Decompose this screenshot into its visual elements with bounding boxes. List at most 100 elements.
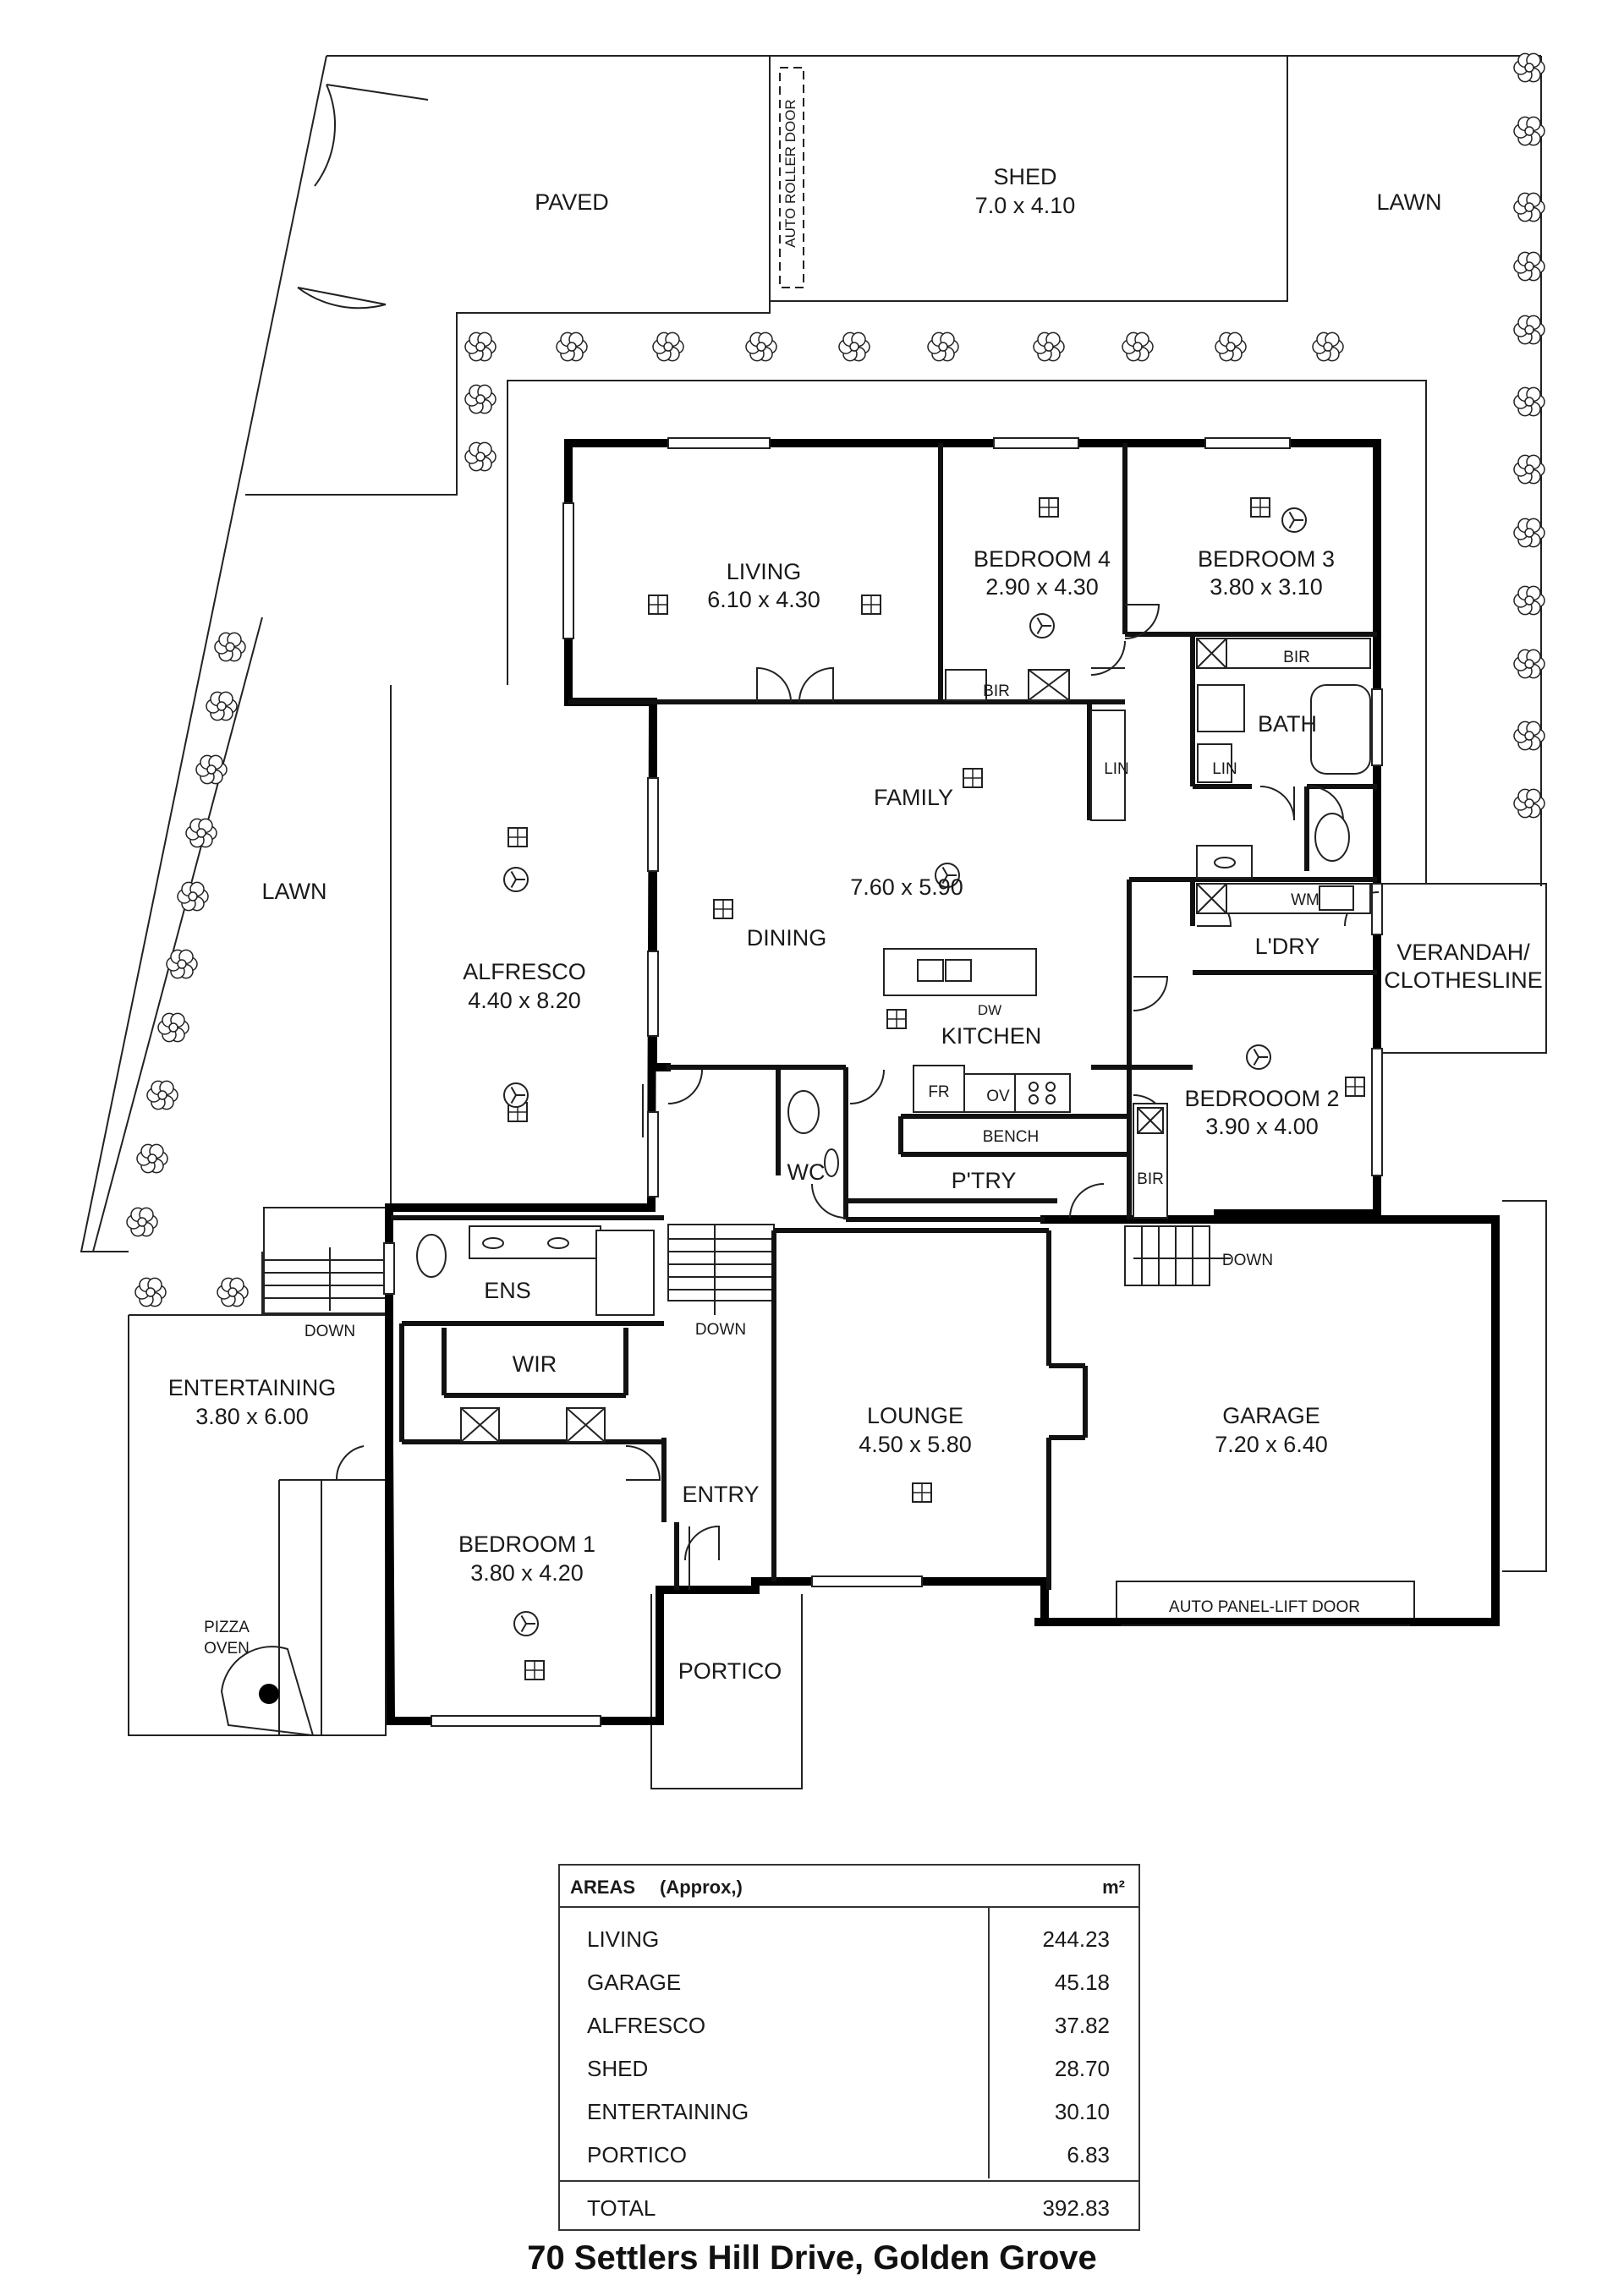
bedroom2-dimensions: 3.90 x 4.00 xyxy=(1205,1114,1319,1139)
portico-label: PORTICO xyxy=(678,1658,782,1684)
steps-garage xyxy=(1124,1225,1231,1286)
areas-row-value: 6.83 xyxy=(1067,2142,1110,2167)
garage-dimensions: 7.20 x 6.40 xyxy=(1215,1432,1328,1457)
fixtures xyxy=(220,638,1371,1737)
areas-row-name: PORTICO xyxy=(587,2142,687,2167)
auto-panel-lift-door-label: AUTO PANEL-LIFT DOOR xyxy=(1169,1598,1360,1616)
light-icon xyxy=(912,1482,932,1503)
shrub-icon xyxy=(464,384,497,414)
shrub-icon xyxy=(126,1207,158,1237)
garage-label: GARAGE xyxy=(1222,1403,1320,1428)
site-boundary xyxy=(80,55,1547,1789)
plan-labels: PAVED LAWN LAWN AUTO ROLLER DOOR SHED 7.… xyxy=(168,99,1543,1684)
areas-row-value: 37.82 xyxy=(1054,2013,1110,2038)
ceiling-fan-icon xyxy=(513,1611,539,1636)
areas-total-row: TOTAL 392.83 xyxy=(560,2180,1138,2231)
ens-label: ENS xyxy=(484,1278,531,1303)
lin-2-label: LIN xyxy=(1212,760,1237,778)
shrub-icon xyxy=(1513,721,1545,751)
ceiling-fan-icon xyxy=(935,863,960,888)
family-dimensions: 7.60 x 5.90 xyxy=(850,874,963,900)
entry-label: ENTRY xyxy=(682,1482,759,1507)
shrub-icon xyxy=(134,1277,167,1307)
dw-label: DW xyxy=(978,1002,1001,1018)
areas-row-value: 45.18 xyxy=(1054,1970,1110,1995)
light-icon xyxy=(963,768,983,788)
living-dimensions: 6.10 x 4.30 xyxy=(707,587,820,612)
areas-row-name: LIVING xyxy=(587,1926,660,1952)
verandah-label-1: VERANDAH/ xyxy=(1396,940,1530,965)
shrub-icon xyxy=(1513,52,1545,83)
shed-label: SHED xyxy=(993,164,1056,189)
shrub-icon xyxy=(136,1143,168,1174)
lounge-label: LOUNGE xyxy=(867,1403,963,1428)
areas-row-name: SHED xyxy=(587,2056,649,2081)
light-icon xyxy=(861,595,881,615)
shrub-icon xyxy=(745,332,777,362)
bedroom3-label: BEDROOM 3 xyxy=(1198,546,1335,572)
areas-column-divider xyxy=(988,1908,990,2178)
pizza-oven-icon xyxy=(259,1684,279,1704)
alfresco-dimensions: 4.40 x 8.20 xyxy=(468,988,581,1013)
shrub-icon xyxy=(1513,116,1545,146)
ceiling-fan-icon xyxy=(1029,613,1055,638)
entertaining-label: ENTERTAINING xyxy=(168,1375,337,1400)
shrub-icon xyxy=(206,691,238,721)
lounge-dimensions: 4.50 x 5.80 xyxy=(859,1432,972,1457)
pizza-oven-label-2: OVEN xyxy=(204,1640,250,1658)
shrub-icon xyxy=(1033,332,1065,362)
ov-label: OV xyxy=(986,1088,1010,1105)
alfresco-label: ALFRESCO xyxy=(463,959,586,984)
property-address: 70 Settlers Hill Drive, Golden Grove xyxy=(527,2239,1097,2277)
lawn-top-label: LAWN xyxy=(1376,189,1441,215)
bedroom1-dimensions: 3.80 x 4.20 xyxy=(470,1560,584,1586)
lin-1-label: LIN xyxy=(1104,760,1129,778)
areas-unit: m² xyxy=(1102,1877,1125,1898)
wm-label: WM xyxy=(1291,891,1320,909)
light-fittings xyxy=(503,497,1365,1680)
shrub-icon xyxy=(217,1277,249,1307)
bath-label: BATH xyxy=(1258,711,1317,737)
shrub-icon xyxy=(652,332,684,362)
light-icon xyxy=(648,595,668,615)
shrub-icon xyxy=(464,332,497,362)
shrub-icon xyxy=(195,754,228,785)
shrub-icon xyxy=(157,1012,189,1043)
bedroom4-label: BEDROOM 4 xyxy=(974,546,1111,572)
shrub-icon xyxy=(927,332,959,362)
windows xyxy=(383,437,1383,1727)
wc-label: WC xyxy=(787,1159,826,1185)
shrub-icon xyxy=(146,1080,178,1110)
light-icon xyxy=(1250,497,1270,518)
shrub-icon xyxy=(1513,315,1545,345)
pizza-oven-label-1: PIZZA xyxy=(204,1619,250,1636)
light-icon xyxy=(508,827,528,847)
shrub-icon xyxy=(464,441,497,472)
lawn-left-label: LAWN xyxy=(261,879,326,904)
shrub-icon xyxy=(1122,332,1154,362)
verandah-label-2: CLOTHESLINE xyxy=(1384,967,1543,993)
ceiling-fan-icon xyxy=(1246,1044,1271,1070)
family-label: FAMILY xyxy=(874,785,953,810)
bedroom4-dimensions: 2.90 x 4.30 xyxy=(985,574,1099,600)
ceiling-fan-icon xyxy=(1281,507,1307,533)
shrub-icon xyxy=(1513,649,1545,679)
steps-entry xyxy=(667,1224,775,1315)
fr-label: FR xyxy=(928,1083,949,1101)
areas-total-value: 392.83 xyxy=(1042,2195,1110,2221)
bedroom2-label: BEDROOOM 2 xyxy=(1184,1086,1339,1111)
wir-label: WIR xyxy=(513,1351,557,1377)
bir-bedroom3-label: BIR xyxy=(1283,649,1310,666)
shrub-icon xyxy=(177,881,209,912)
doors xyxy=(335,604,1380,1590)
garden-shrubs xyxy=(126,52,1545,1307)
dining-label: DINING xyxy=(747,925,827,951)
shrub-icon xyxy=(185,818,217,848)
areas-row-name: ENTERTAINING xyxy=(587,2099,749,2124)
shrub-icon xyxy=(1513,518,1545,548)
